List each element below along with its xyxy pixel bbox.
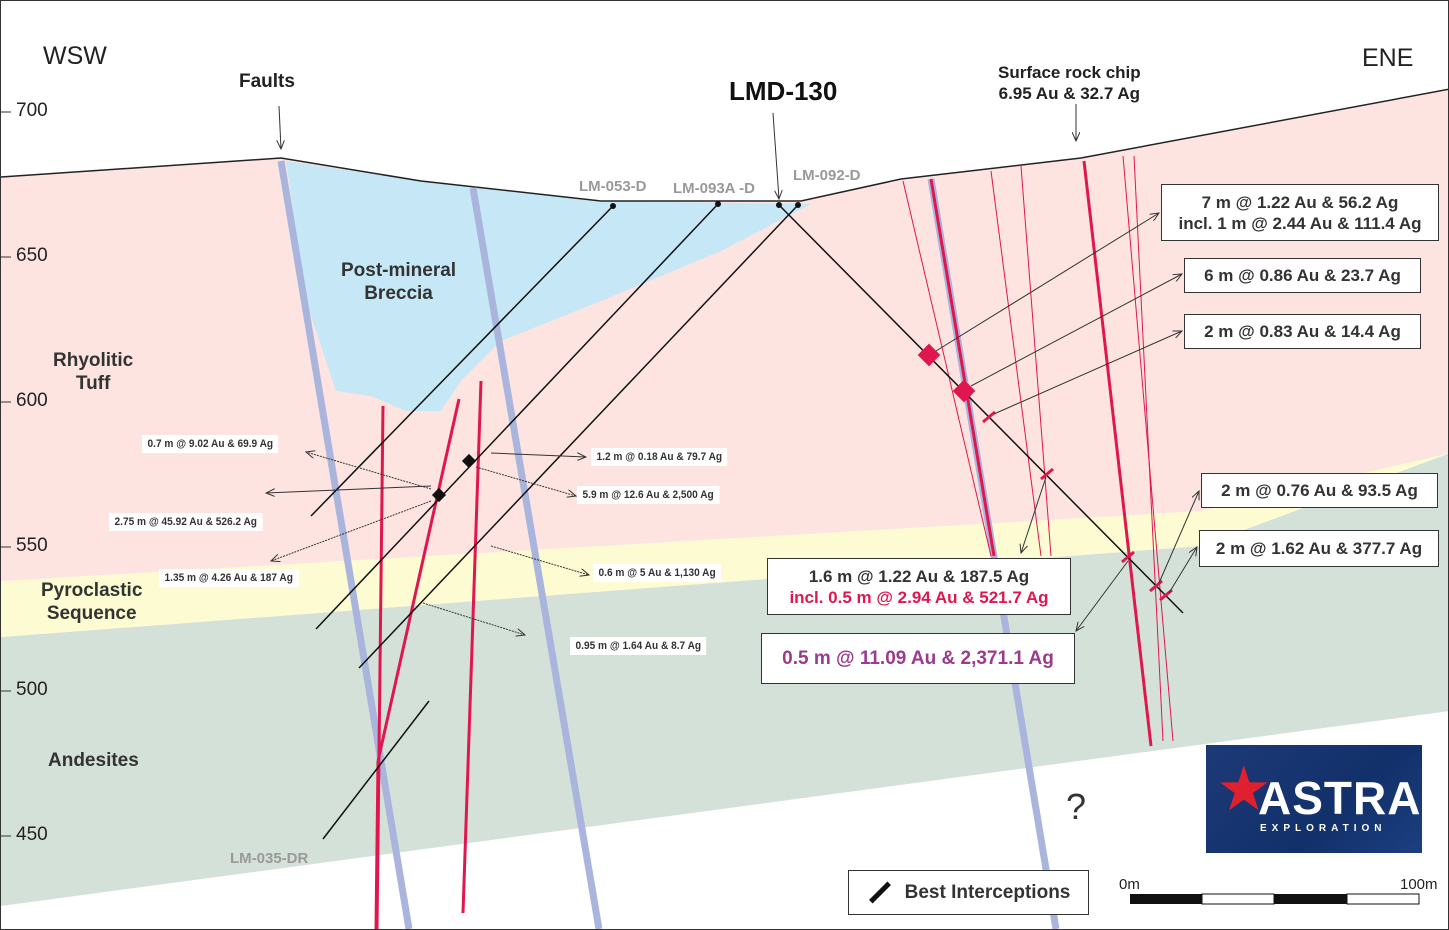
hole-label-lm092: LM-092-D bbox=[793, 167, 861, 184]
star-icon: ★ bbox=[1216, 755, 1272, 824]
surface-chip-line2: 6.95 Au & 32.7 Ag bbox=[998, 84, 1141, 103]
intercept-label: 0.7 m @ 9.02 Au & 69.9 Ag bbox=[142, 435, 279, 453]
direction-ene: ENE bbox=[1362, 44, 1414, 72]
intercept-label: 0.6 m @ 5 Au & 1,130 Ag bbox=[593, 564, 722, 582]
surface-chip-label: Surface rock chip 6.95 Au & 32.7 Ag bbox=[998, 62, 1141, 104]
topography bbox=[1, 88, 1448, 202]
scale-start: 0m bbox=[1119, 876, 1140, 893]
hole-label-lm093a: LM-093A -D bbox=[673, 180, 755, 197]
unknown-marker: ? bbox=[1066, 786, 1087, 827]
intercept-text-highlight: incl. 0.5 m @ 2.94 Au & 521.7 Ag bbox=[789, 587, 1049, 607]
elevation-tick: 450 bbox=[16, 824, 48, 845]
astra-logo: ★ ASTRA EXPLORATION bbox=[1206, 745, 1422, 853]
intercept-text: 7 m @ 1.22 Au & 56.2 Ag bbox=[1201, 192, 1399, 212]
interception-marker-icon bbox=[868, 881, 891, 904]
elevation-tick: 550 bbox=[16, 535, 48, 556]
breccia-unit bbox=[286, 161, 811, 411]
surface-chip-line1: Surface rock chip bbox=[998, 63, 1141, 82]
hole-label-lm035: LM-035-DR bbox=[230, 850, 309, 867]
unit-line: Sequence bbox=[46, 603, 137, 624]
drill-traces bbox=[310, 203, 1184, 840]
elevation-tick: 650 bbox=[16, 245, 48, 266]
andesite-unit bbox=[1, 453, 1448, 906]
scale-end: 100m bbox=[1400, 876, 1438, 893]
faults-label: Faults bbox=[239, 71, 295, 92]
unit-line: Pyroclastic bbox=[41, 580, 143, 601]
callout-arrows bbox=[266, 104, 1199, 635]
unit-line: Tuff bbox=[75, 373, 111, 394]
section-title: LMD-130 bbox=[729, 76, 838, 106]
logo-name: ASTRA bbox=[1258, 772, 1422, 824]
intercept-box-g: 0.5 m @ 11.09 Au & 2,371.1 Ag bbox=[761, 633, 1075, 684]
intercept-label: 5.9 m @ 12.6 Au & 2,500 Ag bbox=[577, 486, 720, 504]
hole-label-lm053: LM-053-D bbox=[579, 178, 647, 195]
intercept-label: 1.2 m @ 0.18 Au & 79.7 Ag bbox=[591, 448, 728, 466]
logo-sub: EXPLORATION bbox=[1260, 823, 1387, 834]
legend-best-interceptions: Best Interceptions bbox=[848, 870, 1089, 915]
legend-label: Best Interceptions bbox=[904, 882, 1071, 903]
intercept-label: 2.75 m @ 45.92 Au & 526.2 Ag bbox=[109, 513, 263, 531]
unit-line: Post-mineral bbox=[341, 260, 457, 281]
intercept-label: 0.95 m @ 1.64 Au & 8.7 Ag bbox=[570, 637, 707, 655]
elevation-tick: 600 bbox=[16, 390, 48, 411]
intercept-box-d: 2 m @ 0.76 Au & 93.5 Ag bbox=[1201, 473, 1438, 508]
unit-line: Breccia bbox=[364, 283, 433, 304]
direction-wsw: WSW bbox=[43, 42, 107, 70]
unit-line: Rhyolitic bbox=[53, 350, 134, 371]
elevation-tick: 500 bbox=[16, 679, 48, 700]
intercept-box-c: 2 m @ 0.83 Au & 14.4 Ag bbox=[1184, 314, 1421, 349]
intercept-box-e: 2 m @ 1.62 Au & 377.7 Ag bbox=[1199, 530, 1439, 567]
unit-andesites-label: Andesites bbox=[48, 750, 139, 771]
veins bbox=[374, 155, 1174, 929]
intercept-label: 1.35 m @ 4.26 Au & 187 Ag bbox=[159, 569, 299, 587]
elevation-tick: 700 bbox=[16, 100, 48, 121]
intercept-text: incl. 1 m @ 2.44 Au & 111.4 Ag bbox=[1178, 213, 1422, 233]
scale-bar bbox=[1130, 893, 1420, 905]
pyroclastic-unit bbox=[1, 453, 1448, 637]
best-intercept-markers bbox=[917, 343, 976, 403]
intercept-box-b: 6 m @ 0.86 Au & 23.7 Ag bbox=[1184, 258, 1421, 293]
intercept-text: 1.6 m @ 1.22 Au & 187.5 Ag bbox=[808, 566, 1030, 586]
